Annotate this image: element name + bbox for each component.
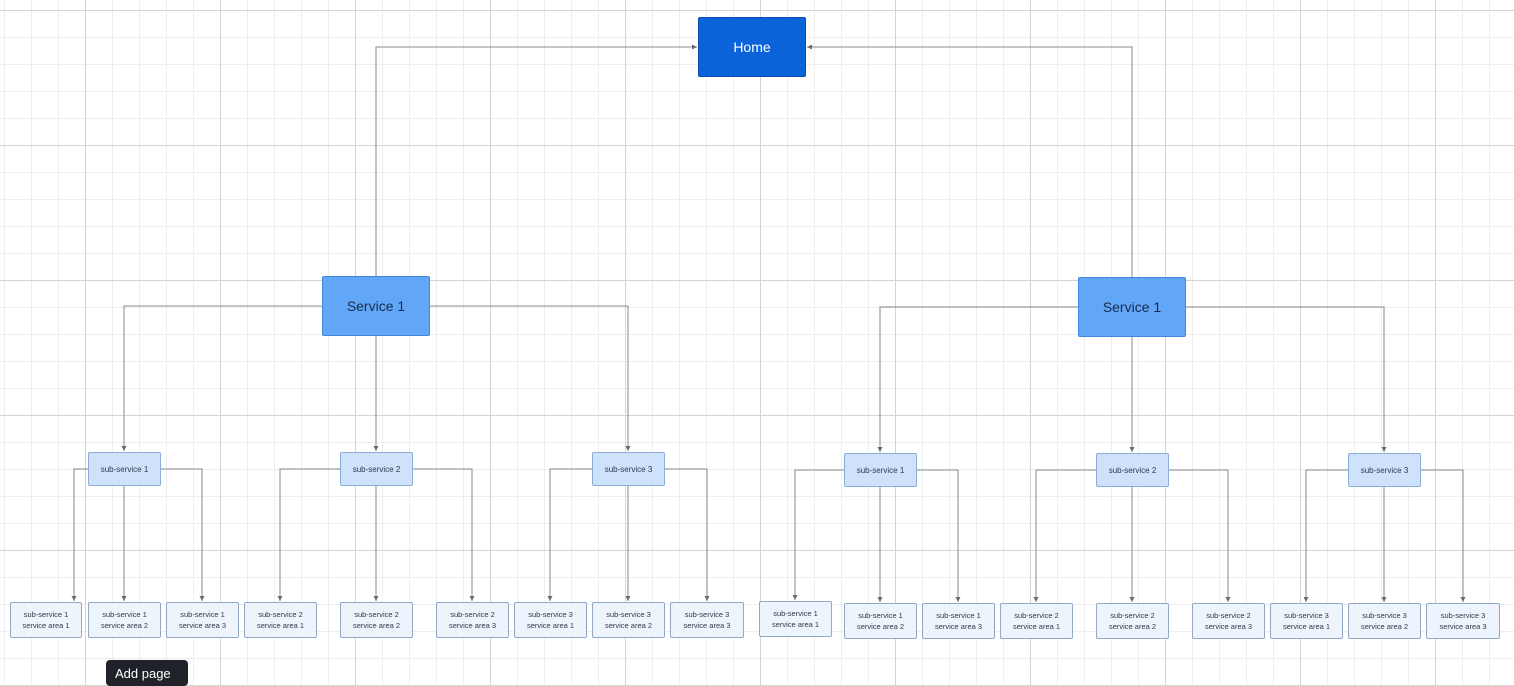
connector-line [430,305,631,451]
service-area-label: sub-service 1 service area 2 [856,611,905,631]
connector-line [1169,469,1231,602]
service-area-node[interactable]: sub-service 3 service area 3 [1426,603,1500,639]
connector-line [277,468,340,601]
service-label: Service 1 [346,298,406,314]
service-area-label: sub-service 2 service area 2 [352,610,401,630]
service-area-node[interactable]: sub-service 2 service area 2 [1096,603,1169,639]
service-area-node[interactable]: sub-service 3 service area 1 [514,602,587,638]
sub-service-label: sub-service 3 [1360,465,1409,475]
service-area-label: sub-service 2 service area 1 [1012,611,1061,631]
service-area-label: sub-service 1 service area 3 [178,610,227,630]
sub-service-node[interactable]: sub-service 2 [340,452,413,486]
service-area-node[interactable]: sub-service 3 service area 2 [592,602,665,638]
connector-line [1303,469,1348,602]
service-area-node[interactable]: sub-service 2 service area 1 [1000,603,1073,639]
connector-line [121,305,322,451]
connector-line [547,468,592,601]
service-area-node[interactable]: sub-service 3 service area 3 [670,602,744,638]
service-node-right[interactable]: Service 1 [1078,277,1186,337]
tooltip-text: Add page [115,666,171,681]
connector-line [665,468,710,601]
service-area-label: sub-service 3 service area 1 [526,610,575,630]
service-area-node[interactable]: sub-service 1 service area 1 [759,601,832,637]
connector-line [917,469,961,602]
service-area-node[interactable]: sub-service 2 service area 3 [1192,603,1265,639]
connector-line [1421,469,1466,602]
service-area-node[interactable]: sub-service 2 service area 2 [340,602,413,638]
sub-service-node[interactable]: sub-service 1 [844,453,917,487]
service-area-label: sub-service 1 service area 2 [100,610,149,630]
sub-service-node[interactable]: sub-service 3 [1348,453,1421,487]
service-area-node[interactable]: sub-service 1 service area 1 [10,602,82,638]
service-node-left[interactable]: Service 1 [322,276,430,336]
connector-line [161,468,205,601]
service-area-label: sub-service 2 service area 3 [1204,611,1253,631]
service-area-label: sub-service 3 service area 3 [1439,611,1487,631]
connector-line [792,469,844,600]
sub-service-label: sub-service 1 [856,465,905,475]
service-area-label: sub-service 3 service area 2 [1360,611,1409,631]
connector-line [1186,306,1387,452]
connector-line [1033,469,1096,602]
service-area-node[interactable]: sub-service 2 service area 1 [244,602,317,638]
service-area-label: sub-service 3 service area 3 [683,610,731,630]
service-area-label: sub-service 3 service area 1 [1282,611,1331,631]
sub-service-label: sub-service 1 [100,464,149,474]
sub-service-label: sub-service 2 [352,464,401,474]
sub-service-label: sub-service 3 [604,464,653,474]
service-area-label: sub-service 3 service area 2 [604,610,653,630]
sub-service-label: sub-service 2 [1108,465,1157,475]
service-area-node[interactable]: sub-service 1 service area 2 [88,602,161,638]
service-label: Service 1 [1102,299,1162,315]
home-node[interactable]: Home [698,17,806,77]
service-area-node[interactable]: sub-service 2 service area 3 [436,602,509,638]
connector-line [807,44,1133,277]
add-page-tooltip: Add page [106,660,188,686]
sub-service-node[interactable]: sub-service 2 [1096,453,1169,487]
sub-service-node[interactable]: sub-service 3 [592,452,665,486]
service-area-node[interactable]: sub-service 1 service area 3 [166,602,239,638]
service-area-node[interactable]: sub-service 1 service area 3 [922,603,995,639]
connector-line [71,468,88,601]
connector-line [877,306,1078,452]
service-area-label: sub-service 1 service area 3 [934,611,983,631]
connector-line [375,44,697,276]
service-area-label: sub-service 2 service area 1 [256,610,305,630]
service-area-node[interactable]: sub-service 3 service area 1 [1270,603,1343,639]
service-area-label: sub-service 2 service area 3 [448,610,497,630]
service-area-label: sub-service 2 service area 2 [1108,611,1157,631]
home-label: Home [733,39,771,55]
service-area-node[interactable]: sub-service 1 service area 2 [844,603,917,639]
sub-service-node[interactable]: sub-service 1 [88,452,161,486]
service-area-label: sub-service 1 service area 1 [771,609,820,629]
service-area-node[interactable]: sub-service 3 service area 2 [1348,603,1421,639]
connector-line [413,468,475,601]
service-area-label: sub-service 1 service area 1 [22,610,70,630]
